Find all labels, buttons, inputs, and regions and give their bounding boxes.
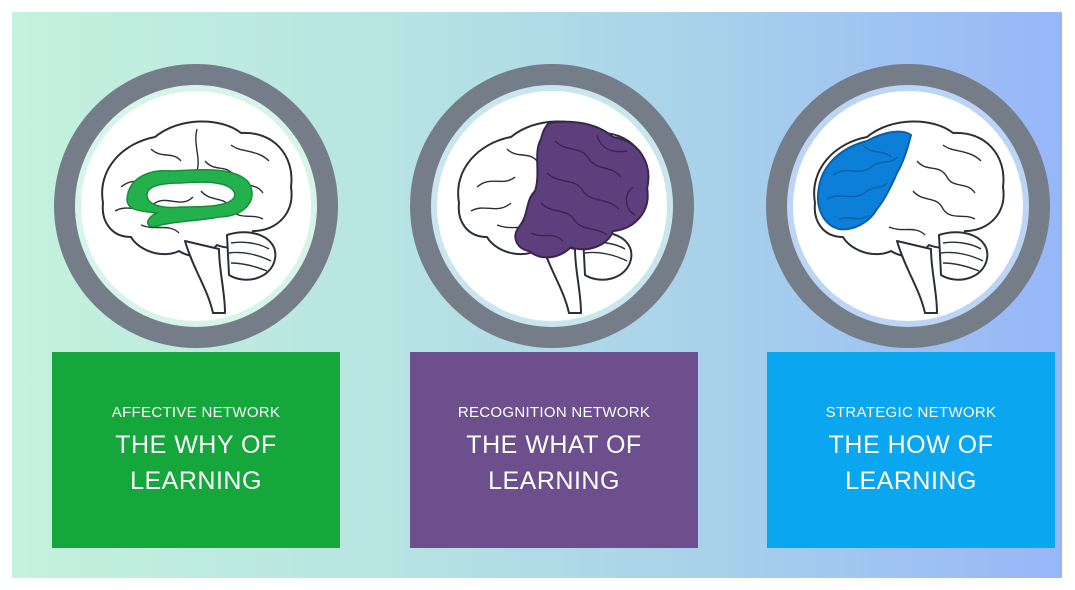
- card-title-line: THE HOW OF: [828, 431, 994, 459]
- brain-icon: [101, 120, 293, 314]
- card-title-line: LEARNING: [845, 467, 977, 495]
- card-title: THE WHAT OF LEARNING: [466, 427, 641, 499]
- strategic-network-card: STRATEGIC NETWORK THE HOW OF LEARNING: [767, 352, 1055, 548]
- ring-inner: [437, 91, 667, 321]
- brain-ring: [766, 64, 1050, 348]
- affective-network-card: AFFECTIVE NETWORK THE WHY OF LEARNING: [52, 352, 340, 548]
- card-subtitle: RECOGNITION NETWORK: [457, 404, 651, 421]
- brain-ring: [410, 64, 694, 348]
- card-title: THE HOW OF LEARNING: [829, 427, 994, 499]
- card-title-line: LEARNING: [130, 467, 262, 495]
- card-title-line: THE WHAT OF: [466, 431, 642, 459]
- affective-region-highlight: [126, 168, 253, 228]
- recognition-network-card: RECOGNITION NETWORK THE WHAT OF LEARNING: [410, 352, 698, 548]
- brain-ring: [54, 64, 338, 348]
- brain-icon: [813, 120, 1005, 314]
- infographic-canvas: AFFECTIVE NETWORK THE WHY OF LEARNING: [12, 12, 1062, 578]
- card-title: THE WHY OF LEARNING: [115, 427, 276, 499]
- strategic-region-highlight: [817, 130, 913, 231]
- card-title-line: THE WHY OF: [115, 431, 277, 459]
- ring-inner: [81, 91, 311, 321]
- card-subtitle: AFFECTIVE NETWORK: [111, 404, 281, 421]
- ring-inner: [793, 91, 1023, 321]
- brain-icon: [457, 120, 650, 314]
- card-title-line: LEARNING: [488, 467, 620, 495]
- card-subtitle: STRATEGIC NETWORK: [825, 404, 997, 421]
